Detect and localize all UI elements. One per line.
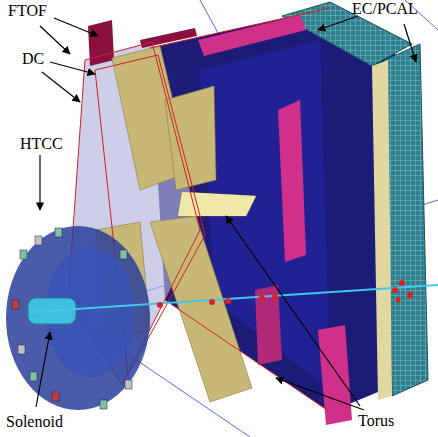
part-label: EC/PCAL [350, 0, 420, 18]
part-label: FTOF [6, 2, 49, 20]
part-label: Torus [356, 412, 396, 430]
part-label: DC [20, 50, 46, 68]
leader-arrow [36, 16, 416, 410]
part-label: HTCC [18, 135, 65, 153]
part-label: Solenoid [4, 413, 65, 431]
